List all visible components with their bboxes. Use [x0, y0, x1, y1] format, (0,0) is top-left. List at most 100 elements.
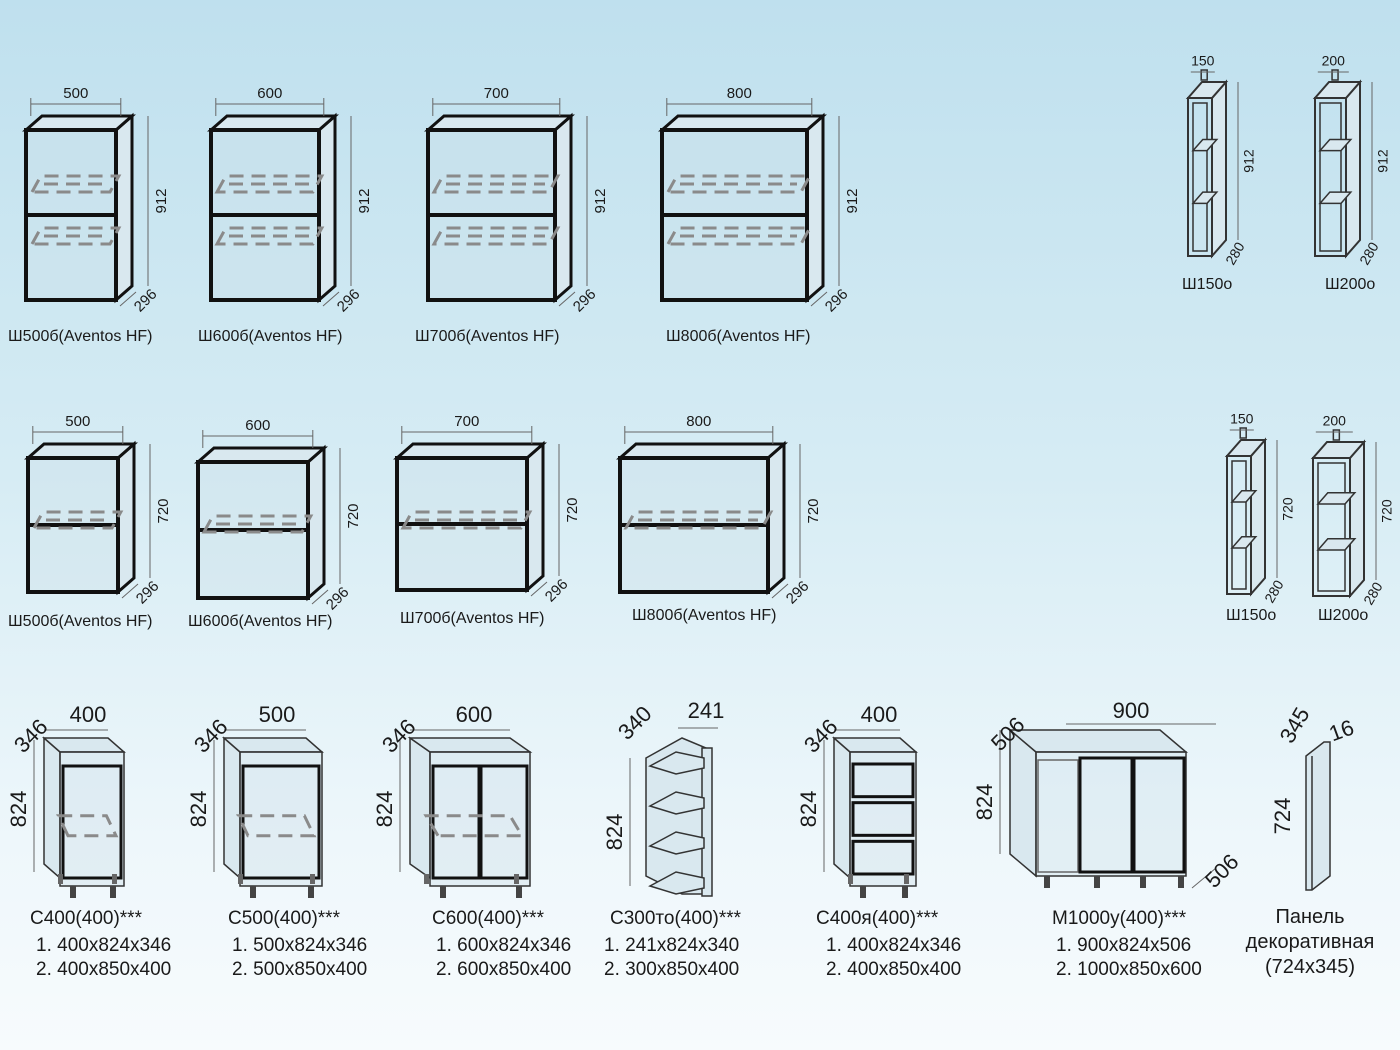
shelf-outline	[236, 814, 317, 838]
unit-shelf	[1316, 538, 1357, 551]
wall-cabinet-name: Ш500б(Aventos HF)	[8, 613, 153, 630]
dim-depth-value: 296	[822, 286, 852, 316]
shelf-outline	[31, 510, 124, 530]
dim-depth-value: 296	[133, 578, 163, 608]
dim-depth-line	[771, 583, 789, 599]
dim-depth-line	[119, 291, 137, 307]
dim-depth-line	[558, 291, 576, 307]
dim-width-value: 600	[456, 702, 493, 727]
base-cabinet-spec-2: 2. 1000х850х600	[1056, 959, 1202, 980]
cabinet-body	[849, 751, 917, 887]
base-cabinet-spec-2: 2. 300х850х400	[604, 959, 740, 980]
open-shelf-name: Ш200о	[1325, 276, 1376, 293]
cabinet-leg	[1044, 876, 1050, 888]
dim-depth-line	[810, 291, 828, 307]
base-cabinet-spec-2: 2. 400х850х400	[36, 959, 172, 980]
cabinet-top	[22, 114, 136, 132]
end-shelf	[648, 831, 705, 855]
open-shelf-name: Ш150о	[1182, 276, 1233, 293]
wall-cabinet-name: Ш600б(Aventos HF)	[188, 613, 333, 630]
unit-frame	[1314, 97, 1347, 257]
cabinet-door-right	[479, 764, 529, 880]
cabinet-side	[766, 440, 786, 596]
unit-frame	[1187, 97, 1213, 257]
cabinet-top	[616, 442, 788, 460]
cabinet-leg	[1178, 876, 1184, 888]
dim-depth-value: 296	[783, 578, 813, 608]
shelf-outline	[29, 174, 122, 194]
cabinet-top	[194, 446, 328, 464]
dim-depth-value: 340	[613, 701, 657, 745]
dim-width-value: 700	[454, 413, 479, 430]
dim-width-value: 800	[727, 85, 752, 102]
dim-width-value: 150	[1191, 53, 1215, 69]
dim-height-value: 824	[6, 791, 31, 828]
cabinet-leg	[58, 874, 63, 884]
cabinet-leg	[1094, 876, 1100, 888]
hanger-icon	[1239, 427, 1247, 439]
dim-height-value: 824	[796, 791, 821, 828]
dim-height-value: 720	[1379, 499, 1395, 523]
dim-depth-line	[311, 589, 329, 605]
cabinet-body	[59, 751, 125, 887]
base-cabinet-spec-2: 2. 600х850х400	[436, 959, 572, 980]
cabinet-leg	[904, 874, 909, 884]
unit-shelf	[1230, 490, 1258, 503]
base-cabinet-spec-1: 1. 400х824х346	[36, 935, 172, 956]
cabinet-leg	[440, 886, 446, 898]
unit-inner	[1192, 102, 1208, 252]
dim-depth-value: 296	[323, 584, 353, 614]
shelf-outline	[423, 814, 525, 838]
shelf-outline	[400, 510, 533, 530]
base-cabinet-name: С600(400)***	[432, 908, 544, 929]
cabinet-top	[222, 737, 324, 753]
dim-height-value: 912	[153, 188, 170, 213]
cabinet-leg	[902, 886, 908, 898]
dim-height-value: 720	[805, 498, 822, 523]
cabinet-leg	[1140, 876, 1146, 888]
cabinet-leg	[308, 886, 314, 898]
unit-shelf	[1191, 138, 1219, 152]
wall-cabinet-name: Ш700б(Aventos HF)	[415, 328, 560, 345]
dim-height-value: 720	[345, 503, 362, 528]
dim-height-value: 824	[372, 791, 397, 828]
dim-width-value: 400	[70, 702, 107, 727]
base-cabinet-spec-2: 2. 400х850х400	[826, 959, 962, 980]
open-shelf-name: Ш200о	[1318, 607, 1369, 624]
dim-width-value: 400	[861, 702, 898, 727]
cabinet-side	[805, 112, 825, 304]
dim-height-value: 912	[356, 188, 373, 213]
dim-width-value: 900	[1113, 698, 1150, 723]
dim-width-value: 700	[484, 85, 509, 102]
dim-width-value: 500	[259, 702, 296, 727]
unit-shelf	[1230, 536, 1258, 549]
corner-top	[1007, 729, 1189, 753]
base-cabinet-spec-1: 1. 500х824х346	[232, 935, 368, 956]
shelf-outline	[431, 226, 561, 246]
shelf-outline	[56, 814, 119, 838]
base-cabinet-spec-2: 2. 500х850х400	[232, 959, 368, 980]
corner-side	[1009, 728, 1037, 878]
shelf-outline	[29, 226, 122, 246]
base-cabinet-name: С300то(400)***	[610, 908, 742, 929]
cabinet-leg	[112, 874, 117, 884]
cabinet-leg	[516, 886, 522, 898]
dim-height-value: 824	[186, 791, 211, 828]
shelf-outline	[214, 226, 325, 246]
cabinet-leg	[848, 874, 853, 884]
panel-subtitle: декоративная	[1245, 931, 1375, 953]
unit-side	[1345, 79, 1361, 259]
unit-inner	[1231, 460, 1247, 590]
cabinet-door	[61, 764, 123, 880]
unit-frame	[1226, 455, 1252, 595]
dim-height-value: 720	[1280, 497, 1296, 521]
base-cabinet-name: С400(400)***	[30, 908, 142, 929]
